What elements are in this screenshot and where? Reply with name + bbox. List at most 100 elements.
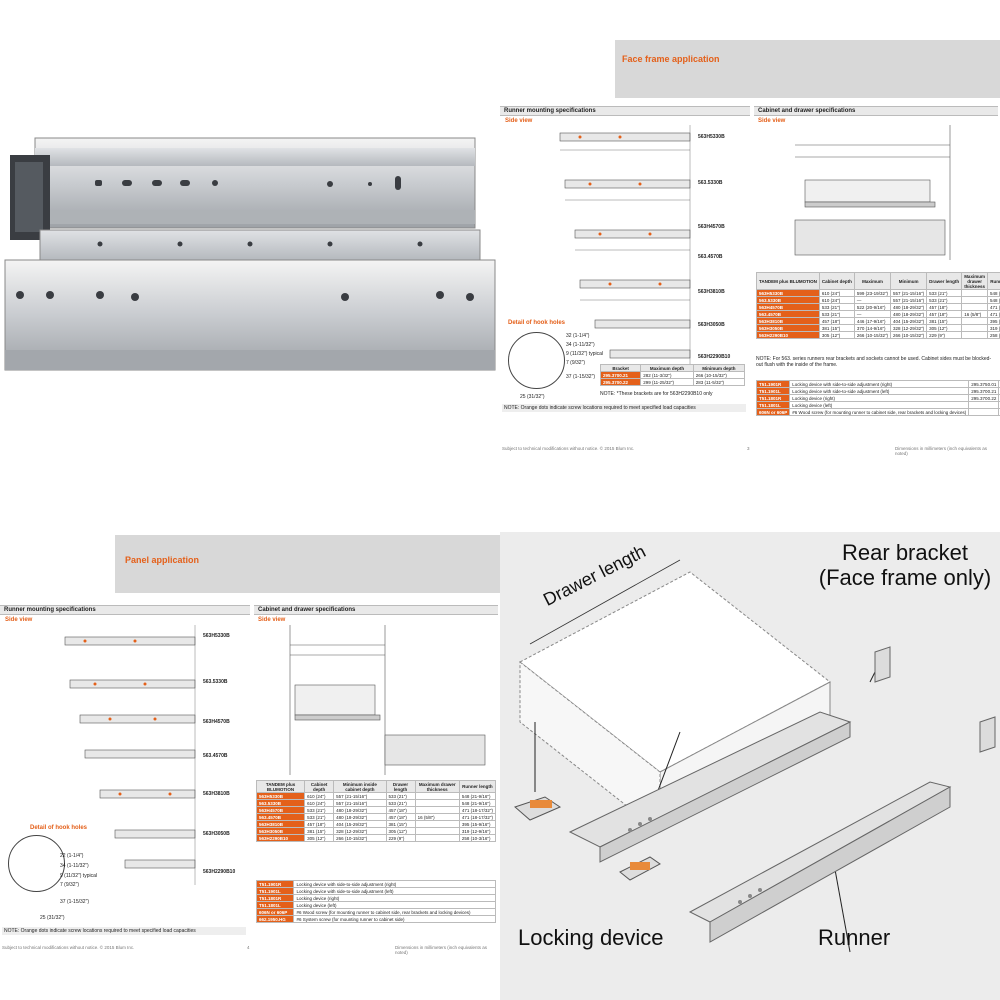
col-header: Cabinet depth	[818, 272, 855, 290]
cell: 295.3700.22	[968, 394, 1000, 402]
page-title: Panel application	[125, 555, 200, 565]
cell	[968, 401, 1000, 409]
cell: 563.4570B	[255, 813, 306, 821]
page-number: 4	[247, 945, 250, 950]
cell: #6 System screw (for mounting runner to …	[293, 915, 496, 923]
cell: 457 (18")	[926, 310, 963, 318]
cell: Locking device with side-to-side adjustm…	[789, 380, 970, 388]
hook-detail-label: Detail of hook holes	[508, 320, 566, 326]
footer-right: Dimensions in millimeters (inch equivale…	[395, 945, 488, 955]
cell	[414, 834, 460, 842]
cell: 457 (18")	[385, 813, 416, 821]
cell: 319 (12-9/16")	[986, 324, 1000, 332]
table-row: 606N or 606P#6 Wood screw (for mounting …	[755, 408, 1000, 416]
cell: 381 (15")	[385, 820, 416, 828]
runner-schematic	[25, 625, 205, 885]
cell: 563H4570B	[756, 303, 820, 311]
cell: 563.5330B	[255, 799, 306, 807]
col-header: Maximum drawer thickness	[961, 272, 988, 290]
cabinet-schematic	[775, 125, 985, 265]
cell	[998, 408, 1000, 416]
cell: T51.1901R	[755, 380, 791, 388]
rear-bracket-line2: (Face frame only)	[818, 565, 992, 591]
hook-dim: 22 (1-1/4")	[60, 853, 84, 859]
hook-dim: 34 (1-11/32")	[566, 342, 595, 348]
cabinet-section-title: Cabinet and drawer specifications	[754, 106, 998, 116]
model-labels: 563H5330B 563.5330B 563H4570B 563.4570B …	[698, 134, 748, 374]
footer-left: Subject to technical modifications witho…	[2, 945, 135, 950]
model-label: 563H3810B	[203, 791, 230, 797]
cell: T51.1801L	[255, 901, 295, 909]
model-label: 563H2290B10	[203, 869, 236, 875]
cell: 480 (18-29/32")	[333, 806, 387, 814]
cell: 266 (10-15/32")	[692, 371, 746, 379]
cell: 328 (12-29/32")	[333, 827, 387, 835]
specs-table: TANDEM plus BLUMOTION Cabinet depth Mini…	[255, 780, 497, 842]
table-row: 662.1950.HG#6 System screw (for mounting…	[255, 915, 496, 923]
cell: 266 (10-15/32")	[333, 834, 387, 842]
cell: 610 (24")	[304, 799, 335, 807]
cell: 305 (12")	[926, 324, 963, 332]
cell: Locking device with side-to-side adjustm…	[293, 880, 496, 888]
cell: 283 (11-5/32")	[692, 378, 746, 386]
cell	[414, 827, 460, 835]
title-band	[115, 535, 500, 593]
cell: 557 (21-15/16")	[890, 289, 928, 297]
hook-detail-circle	[508, 332, 565, 389]
cell: 480 (18-29/32")	[890, 310, 928, 318]
cell: 533 (21")	[818, 310, 855, 318]
cell: 480 (18-29/32")	[333, 813, 387, 821]
cell: 305 (12")	[385, 827, 416, 835]
cell: 533 (21")	[926, 296, 963, 304]
model-label: 563.4570B	[203, 753, 228, 759]
cell: Locking device with side-to-side adjustm…	[293, 887, 496, 895]
cell: Locking device (right)	[789, 394, 970, 402]
col-header: Maximum depth	[640, 364, 694, 372]
cell: 266 (10-15/32")	[853, 331, 892, 339]
col-header: TANDEM plus BLUMOTION	[756, 272, 820, 290]
hook-dim: 25 (31/32")	[520, 394, 545, 400]
model-label: 563H3050B	[698, 322, 725, 328]
cell: 548 (21-9/16")	[986, 296, 1000, 304]
table-row: 295.3700.22 299 (11-25/32") 283 (11-5/32…	[599, 378, 746, 386]
model-label: 563H5330B	[698, 134, 725, 140]
cell: 299 (11-25/32")	[640, 378, 694, 386]
col-header: Drawer length	[926, 272, 963, 290]
title-band	[615, 40, 1000, 98]
cell: 395 (15-9/16")	[986, 317, 1000, 325]
specs-table: TANDEM plus BLUMOTION Cabinet depth Maxi…	[756, 272, 1000, 339]
cell: 282 (11-3/32")	[640, 371, 694, 379]
cell: 229 (9")	[926, 331, 963, 339]
cell: 457 (18")	[385, 806, 416, 814]
model-label: 563.5330B	[203, 679, 228, 685]
cell: 563H3810B	[255, 820, 306, 828]
cell	[961, 331, 988, 339]
table-header-row: TANDEM plus BLUMOTION Cabinet depth Mini…	[255, 780, 497, 793]
cell: T51.1801R	[755, 394, 791, 402]
hook-detail-label: Detail of hook holes	[30, 825, 88, 831]
hook-dim: 32 (1-1/4")	[566, 333, 590, 339]
cell: T51.1901R	[255, 880, 295, 888]
cell: T51.1801R	[255, 894, 295, 902]
col-header: Drawer length	[385, 780, 416, 793]
table-note: NOTE: For 563. series runners rear brack…	[756, 356, 992, 368]
cell: 381 (15")	[304, 827, 335, 835]
cell: —	[853, 296, 892, 304]
cell: 258 (10-3/16")	[986, 331, 1000, 339]
cell	[414, 799, 460, 807]
cell: 533 (21")	[818, 303, 855, 311]
hook-dim: 9 (11/32") typical	[60, 873, 97, 879]
cell: Locking device (left)	[789, 401, 970, 409]
cell: 533 (21")	[385, 799, 416, 807]
